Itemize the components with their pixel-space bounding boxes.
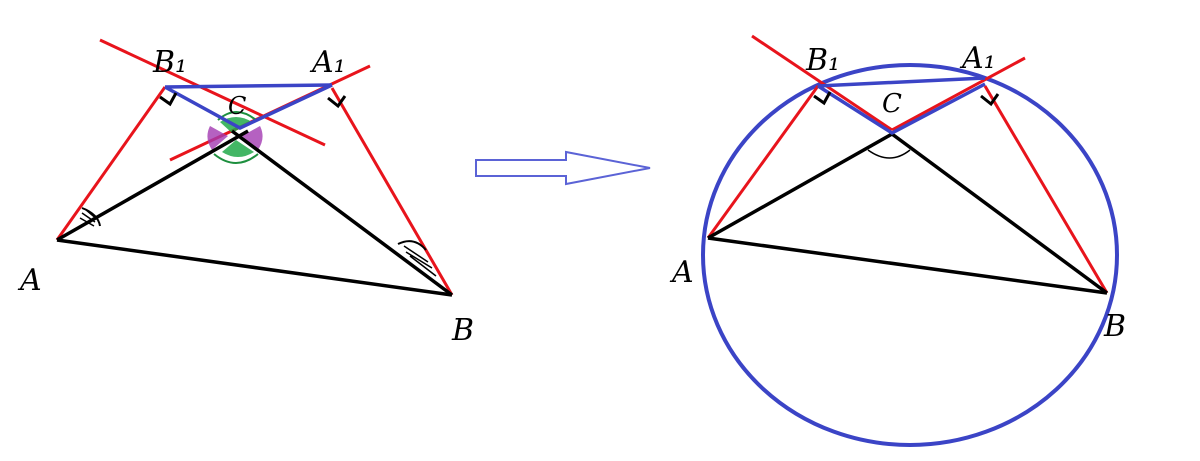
left-altitude-b-a1 <box>330 87 454 296</box>
right-label-a: A <box>669 255 694 290</box>
right-altitude-b-a1 <box>983 85 1109 294</box>
right-line-through-a1 <box>891 56 1026 132</box>
right-side-ab <box>707 236 1108 295</box>
right-angle-mark-c <box>867 149 911 159</box>
right-right-angle-a1 <box>980 93 1000 107</box>
left-label-b: B <box>451 313 474 348</box>
right-label-b: B <box>1103 309 1126 344</box>
left-orthic-b1-a1 <box>164 83 333 89</box>
left-label-a: A <box>17 263 42 298</box>
right-side-ac <box>707 132 893 240</box>
left-right-angle-a1 <box>327 95 347 109</box>
left-angle-mark-b <box>397 240 427 251</box>
right-label-b1: B₁ <box>805 43 840 78</box>
right-label-c: C <box>882 89 902 119</box>
right-orthic-b1-a1 <box>817 76 986 88</box>
left-figure: B₁ A₁ C A B <box>17 38 474 348</box>
left-right-angle-b1 <box>159 92 178 107</box>
left-angle-marks-purple <box>207 126 263 150</box>
hollow-right-arrow-icon <box>475 150 651 186</box>
left-label-c: C <box>228 92 246 120</box>
left-side-ab <box>56 238 453 297</box>
left-label-a1: A₁ <box>309 45 346 80</box>
right-label-a1: A₁ <box>959 41 996 76</box>
left-line-through-b1 <box>99 38 326 147</box>
left-altitude-a-b1 <box>55 86 167 241</box>
right-orthic-path <box>817 82 986 136</box>
left-angle-hatch-a <box>79 208 99 227</box>
left-angle-hatch-b <box>403 245 437 277</box>
left-angle-mark-a <box>81 207 101 227</box>
right-circumcircle <box>701 63 1119 447</box>
left-side-bc <box>230 129 454 297</box>
right-side-bc <box>890 132 1109 295</box>
right-right-angle-b1 <box>813 91 832 106</box>
right-figure: B₁ A₁ C A B <box>669 34 1126 447</box>
right-altitude-a-b1 <box>706 85 820 239</box>
left-orthic-path <box>164 83 333 130</box>
left-side-ac <box>56 129 249 242</box>
left-label-b1: B₁ <box>152 45 187 80</box>
right-line-through-b1 <box>751 34 893 132</box>
